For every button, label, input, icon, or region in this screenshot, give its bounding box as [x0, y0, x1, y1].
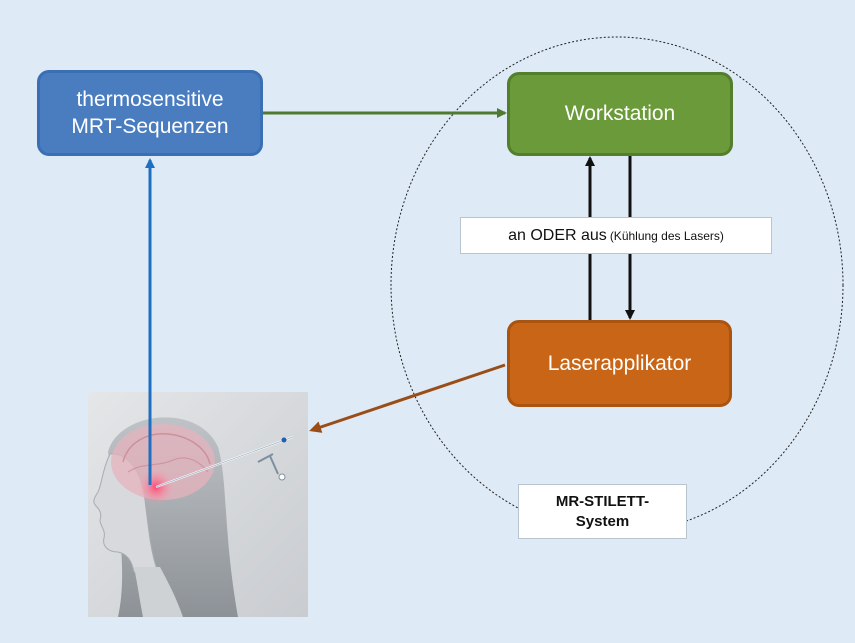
- patient-icon: [88, 392, 308, 617]
- signal-label: an ODER aus (Kühlung des Lasers): [460, 217, 772, 254]
- system-label: MR-STILETT- System: [518, 484, 687, 539]
- node-mrt-sequences-label: thermosensitive MRT-Sequenzen: [71, 88, 229, 138]
- node-workstation-label: Workstation: [564, 102, 676, 125]
- node-laser-applicator-label: Laserapplikator: [547, 351, 692, 375]
- signal-label-detail: (Kühlung des Lasers): [609, 228, 724, 243]
- arrow-laser-to-patient: [309, 363, 506, 433]
- node-workstation: Workstation: [507, 72, 733, 156]
- signal-label-main: an ODER aus: [508, 226, 607, 244]
- node-mrt-sequences: thermosensitive MRT-Sequenzen: [37, 70, 263, 156]
- node-laser-applicator: Laserapplikator: [507, 320, 732, 407]
- system-label-text: MR-STILETT- System: [555, 492, 650, 530]
- patient-head-image: [88, 392, 308, 617]
